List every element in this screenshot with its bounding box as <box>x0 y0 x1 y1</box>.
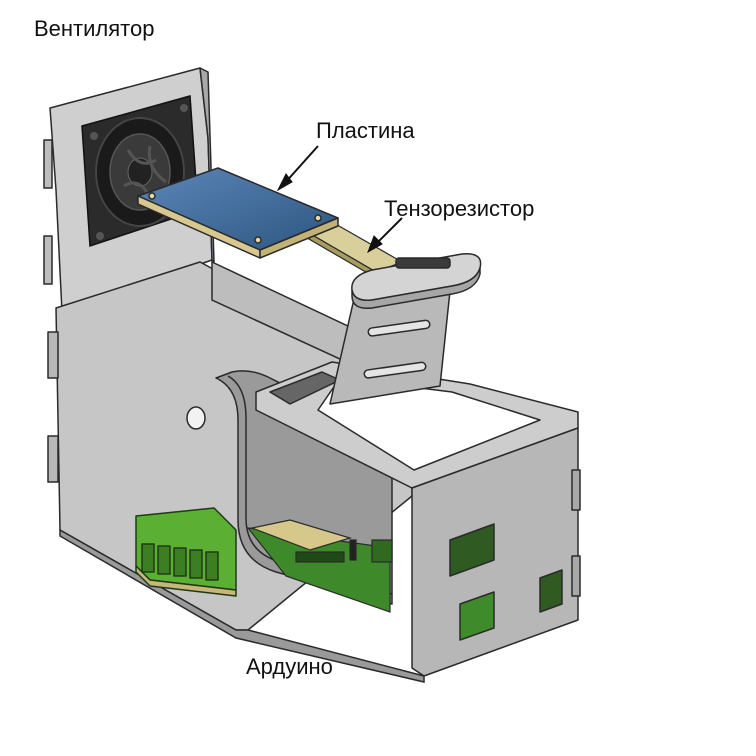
plate-arrow <box>283 145 319 185</box>
enclosure-bottom-edge <box>59 528 425 683</box>
arduino-label: Ардуино <box>246 654 333 679</box>
enclosure-front-wall <box>411 427 581 677</box>
terminal-block <box>135 507 237 597</box>
plate-label: Пластина <box>316 118 415 143</box>
arduino-board <box>246 519 393 613</box>
sensing-plate <box>137 167 339 259</box>
strain-gauge-label: Тензорезистор <box>384 196 535 221</box>
fan-label: Вентилятор <box>34 16 155 41</box>
leader-arrows <box>276 145 403 254</box>
sensor-support <box>329 253 482 405</box>
